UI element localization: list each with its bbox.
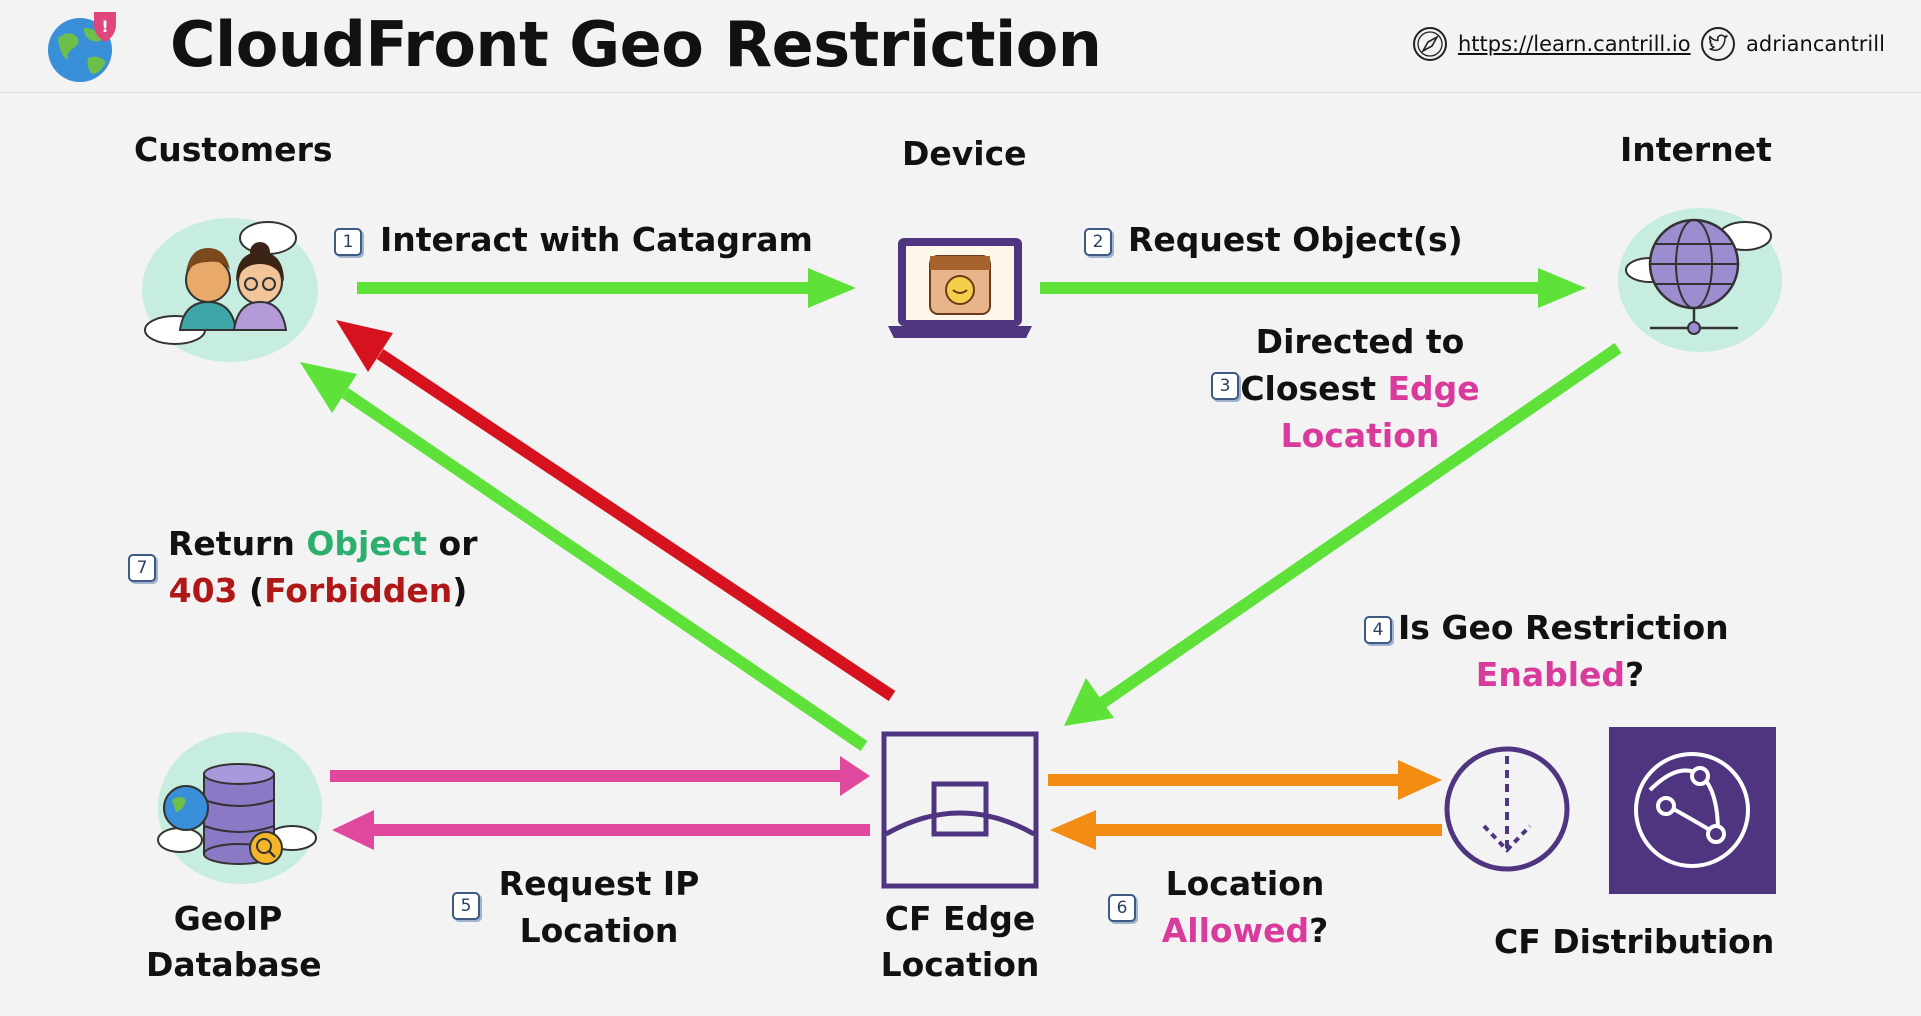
node-label-customers: Customers [134, 130, 333, 169]
twitter-handle[interactable]: adriancantrill [1746, 32, 1885, 56]
step-5-label: Request IP Location [494, 860, 704, 954]
node-label-internet: Internet [1620, 130, 1772, 169]
step-1-label: Interact with Catagram [380, 220, 813, 259]
twitter-link[interactable]: adriancantrill [1700, 26, 1885, 62]
step-6-label: Location Allowed? [1160, 860, 1330, 954]
arrow-directed-to-edge [1064, 343, 1622, 726]
step-3-line3: Location [1280, 416, 1440, 455]
step-number-7: 7 [128, 554, 156, 582]
arrow-request-objects [1040, 268, 1586, 308]
page-title: CloudFront Geo Restriction [170, 8, 1102, 81]
arrow-return-object [300, 362, 868, 751]
arrow-request-ip-location [332, 810, 870, 850]
geoip-line2: Database [146, 945, 322, 984]
node-label-device: Device [902, 134, 1027, 173]
step-number-5: 5 [452, 892, 480, 920]
step-7-line2: 403 (Forbidden) [168, 571, 468, 610]
geoip-database-icon [157, 732, 322, 884]
node-label-geoip: GeoIP Database [146, 896, 322, 988]
step-6-line2: Allowed? [1161, 911, 1329, 950]
geoip-line1: GeoIP [173, 899, 283, 938]
arrow-geoip-to-edge [330, 756, 870, 796]
node-label-edge: CF Edge Location [870, 896, 1050, 988]
distribution-icon [1444, 746, 1570, 872]
laptop-icon [888, 238, 1032, 338]
cloudfront-logo-icon [1609, 727, 1776, 894]
step-4-line2: Enabled? [1475, 655, 1645, 694]
arrow-location-allowed [1050, 810, 1442, 850]
step-number-3: 3 [1211, 372, 1239, 400]
svg-text:!: ! [101, 17, 108, 36]
website-url[interactable]: https://learn.cantrill.io [1458, 32, 1691, 56]
header: ! CloudFront Geo Restriction https://lea… [0, 0, 1921, 93]
step-7-line1: Return Object or [168, 524, 478, 563]
globe-alert-icon: ! [48, 12, 116, 82]
step-6-line1: Location [1165, 864, 1325, 903]
step-3-line2: Closest Edge [1240, 369, 1480, 408]
edge-line1: CF Edge [884, 899, 1036, 938]
edge-location-icon [881, 731, 1039, 889]
step-4-line1: Is Geo Restriction [1398, 608, 1729, 647]
twitter-icon [1701, 27, 1735, 61]
step-4-label: Is Geo Restriction Enabled? [1398, 604, 1729, 698]
node-label-distribution: CF Distribution [1494, 922, 1775, 961]
website-link[interactable]: https://learn.cantrill.io [1412, 26, 1691, 62]
step-number-2: 2 [1084, 228, 1112, 256]
step-3-line1: Directed to [1255, 322, 1465, 361]
customers-icon [142, 218, 318, 362]
step-number-4: 4 [1364, 616, 1392, 644]
step-2-label: Request Object(s) [1128, 220, 1463, 259]
step-3-label: Directed to Closest Edge Location [1240, 318, 1480, 459]
arrow-return-403 [336, 320, 896, 701]
arrow-interact [357, 268, 856, 308]
compass-icon [1413, 27, 1447, 61]
step-number-1: 1 [334, 228, 362, 256]
step-5-line1: Request IP [498, 864, 700, 903]
step-7-label: Return Object or 403 (Forbidden) [168, 520, 478, 614]
step-number-6: 6 [1108, 894, 1136, 922]
internet-globe-icon [1618, 208, 1782, 352]
arrow-geo-check [1048, 760, 1442, 800]
step-5-line2: Location [519, 911, 679, 950]
edge-line2: Location [880, 945, 1040, 984]
